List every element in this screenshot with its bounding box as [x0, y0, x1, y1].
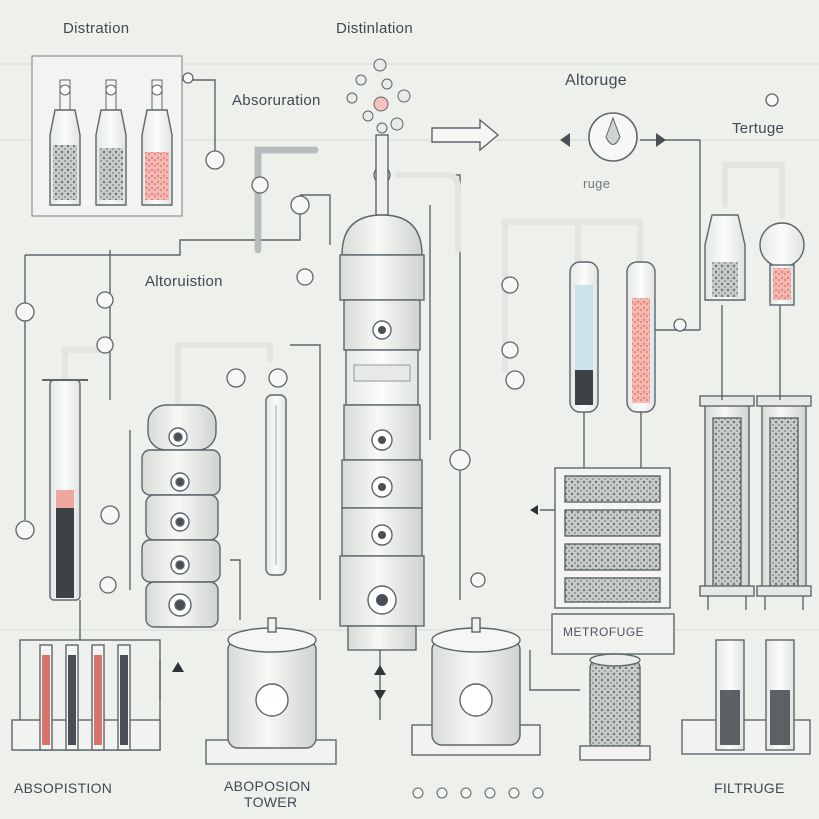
separation-flasks — [704, 214, 805, 306]
label-absorption-tower-line2: TOWER — [244, 794, 298, 810]
left-tube — [42, 379, 88, 601]
distillation-column — [339, 134, 425, 651]
right-columns — [699, 305, 812, 610]
flow-arrow — [431, 118, 500, 152]
filter-rack — [551, 467, 675, 655]
tank-left — [205, 617, 337, 765]
pipe-network — [24, 79, 701, 720]
label-tertuge: Tertuge — [732, 120, 785, 137]
label-distration: Distration — [63, 20, 130, 37]
service-pipes — [62, 146, 785, 408]
absorption-column-small — [141, 404, 221, 628]
condenser-tube — [265, 394, 287, 576]
bottom-rack-left — [11, 639, 161, 751]
plate-label-metrofuge: METROFUGE — [563, 625, 645, 639]
label-altoruge: Altoruge — [565, 72, 627, 89]
filtration-tubes — [569, 261, 656, 470]
small-arrows — [172, 505, 538, 700]
label-absopistion: ABSOPISTION — [14, 780, 113, 796]
label-filtruge: FILTRUGE — [714, 780, 785, 796]
mesh-canister — [579, 653, 651, 761]
label-ruge-faint: ruge — [583, 176, 611, 191]
label-absoruration: Absoruration — [232, 92, 321, 109]
molecule-cluster — [346, 58, 411, 134]
label-absorption-tower: ABOPOSION TOWER — [224, 778, 311, 810]
flask-1 — [49, 79, 81, 206]
tank-right — [411, 617, 541, 756]
flask-3 — [141, 79, 173, 206]
label-altoruistion: Altoruistion — [145, 273, 223, 290]
flask-2 — [95, 79, 127, 206]
flask-panel — [31, 55, 183, 217]
dot-row — [412, 787, 544, 799]
beakers — [681, 639, 811, 755]
valves — [15, 72, 779, 594]
label-absorption-tower-line1: ABOPOSION — [224, 778, 311, 794]
pressure-gauge — [560, 112, 666, 162]
label-distinlation: Distinlation — [336, 20, 413, 37]
